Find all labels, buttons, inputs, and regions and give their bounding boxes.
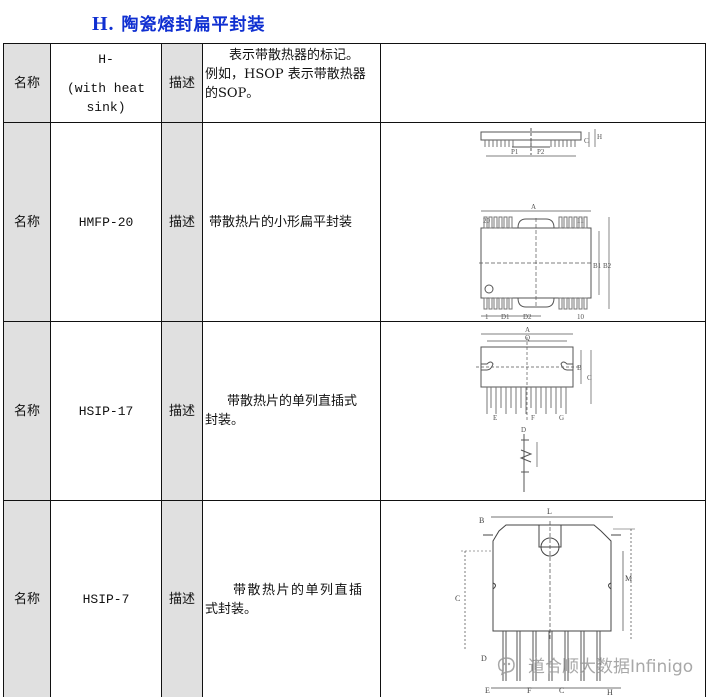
table-row: 名称 HSIP-7 描述 带散热片的单列直插 式封装。 xyxy=(3,500,706,697)
svg-text:D2: D2 xyxy=(523,313,532,321)
package-description: 带散热片的单列直插 式封装。 xyxy=(202,500,381,697)
name-label: 名称 xyxy=(3,43,51,123)
description-label: 描述 xyxy=(161,122,203,322)
package-name: HSIP-7 xyxy=(50,500,162,697)
svg-text:C: C xyxy=(559,686,564,695)
svg-text:B2: B2 xyxy=(603,262,612,270)
package-name: HMFP-20 xyxy=(50,122,162,322)
svg-text:Q: Q xyxy=(525,334,530,342)
description-label: 描述 xyxy=(161,500,203,697)
description-line: 表示带散热器的标记。 xyxy=(229,48,360,63)
package-name-line: H- xyxy=(98,51,114,67)
description-line: 例如，HSOP 表示带散热器 xyxy=(205,67,366,82)
table-row: 名称 H- (with heat sink) 描述 表示带散热器的标记。 例如，… xyxy=(3,43,706,123)
svg-text:F: F xyxy=(527,686,532,695)
description-line: 带散热片的单列直插 xyxy=(233,582,364,598)
hsip-17-drawing: AQ BC E F G D xyxy=(476,326,592,492)
svg-text:H: H xyxy=(597,133,602,141)
hsip-7-drawing: B L C M D E F C H xyxy=(455,507,635,697)
svg-text:P2: P2 xyxy=(537,148,545,156)
svg-text:L: L xyxy=(547,507,552,516)
package-figure: B L C M D E F C H xyxy=(380,500,706,697)
svg-text:C: C xyxy=(584,137,589,145)
svg-text:C: C xyxy=(455,594,460,603)
svg-text:11: 11 xyxy=(577,217,584,225)
package-name: H- (with heat sink) xyxy=(50,43,162,123)
svg-text:G: G xyxy=(559,414,564,422)
description-line: 封装。 xyxy=(205,413,245,428)
package-name-line: sink) xyxy=(86,99,126,115)
section-title: H. 陶瓷熔封扁平封装 xyxy=(92,10,265,38)
svg-text:20: 20 xyxy=(483,217,491,225)
svg-text:H: H xyxy=(607,688,613,697)
svg-text:A: A xyxy=(525,326,530,334)
watermark-text: 道合顺大数据Infinigo xyxy=(528,657,694,677)
package-description: 带散热片的小形扁平封装 xyxy=(202,122,381,322)
svg-text:1: 1 xyxy=(485,313,489,321)
svg-text:C: C xyxy=(587,374,592,382)
package-table: 名称 H- (with heat sink) 描述 表示带散热器的标记。 例如，… xyxy=(3,43,706,697)
svg-text:10: 10 xyxy=(577,313,585,321)
description-line: 的SOP。 xyxy=(205,86,260,101)
table-row: 名称 HSIP-17 描述 带散热片的单列直插式 封装。 xyxy=(3,321,706,501)
description-line: 带散热片的单列直插式 xyxy=(227,394,358,409)
svg-text:P1: P1 xyxy=(511,148,519,156)
svg-text:D: D xyxy=(521,426,526,434)
section-letter: H. xyxy=(92,13,115,35)
svg-text:D: D xyxy=(481,654,487,663)
name-label: 名称 xyxy=(3,321,51,501)
package-name-line: (with heat xyxy=(66,80,145,96)
watermark: 道合顺大数据Infinigo xyxy=(494,652,693,677)
section-title-text: 陶瓷熔封扁平封装 xyxy=(121,15,266,35)
name-label: 名称 xyxy=(3,500,51,697)
description-label: 描述 xyxy=(161,321,203,501)
svg-text:B: B xyxy=(479,516,484,525)
package-description: 带散热片的单列直插式 封装。 xyxy=(202,321,381,501)
svg-text:B: B xyxy=(577,364,582,372)
package-description: 表示带散热器的标记。 例如，HSOP 表示带散热器 的SOP。 xyxy=(202,43,381,123)
svg-text:D1: D1 xyxy=(501,313,510,321)
table-row: 名称 HMFP-20 描述 带散热片的小形扁平封装 xyxy=(3,122,706,322)
package-name: HSIP-17 xyxy=(50,321,162,501)
svg-text:F: F xyxy=(531,414,535,422)
svg-text:M: M xyxy=(625,574,632,583)
svg-text:A: A xyxy=(531,203,536,211)
svg-text:E: E xyxy=(485,686,490,695)
description-line: 式封装。 xyxy=(205,601,258,617)
wechat-logo-icon xyxy=(497,656,515,675)
description-label: 描述 xyxy=(161,43,203,123)
package-figure-empty xyxy=(380,43,706,123)
svg-text:B1: B1 xyxy=(593,262,602,270)
svg-text:E: E xyxy=(493,414,497,422)
name-label: 名称 xyxy=(3,122,51,322)
